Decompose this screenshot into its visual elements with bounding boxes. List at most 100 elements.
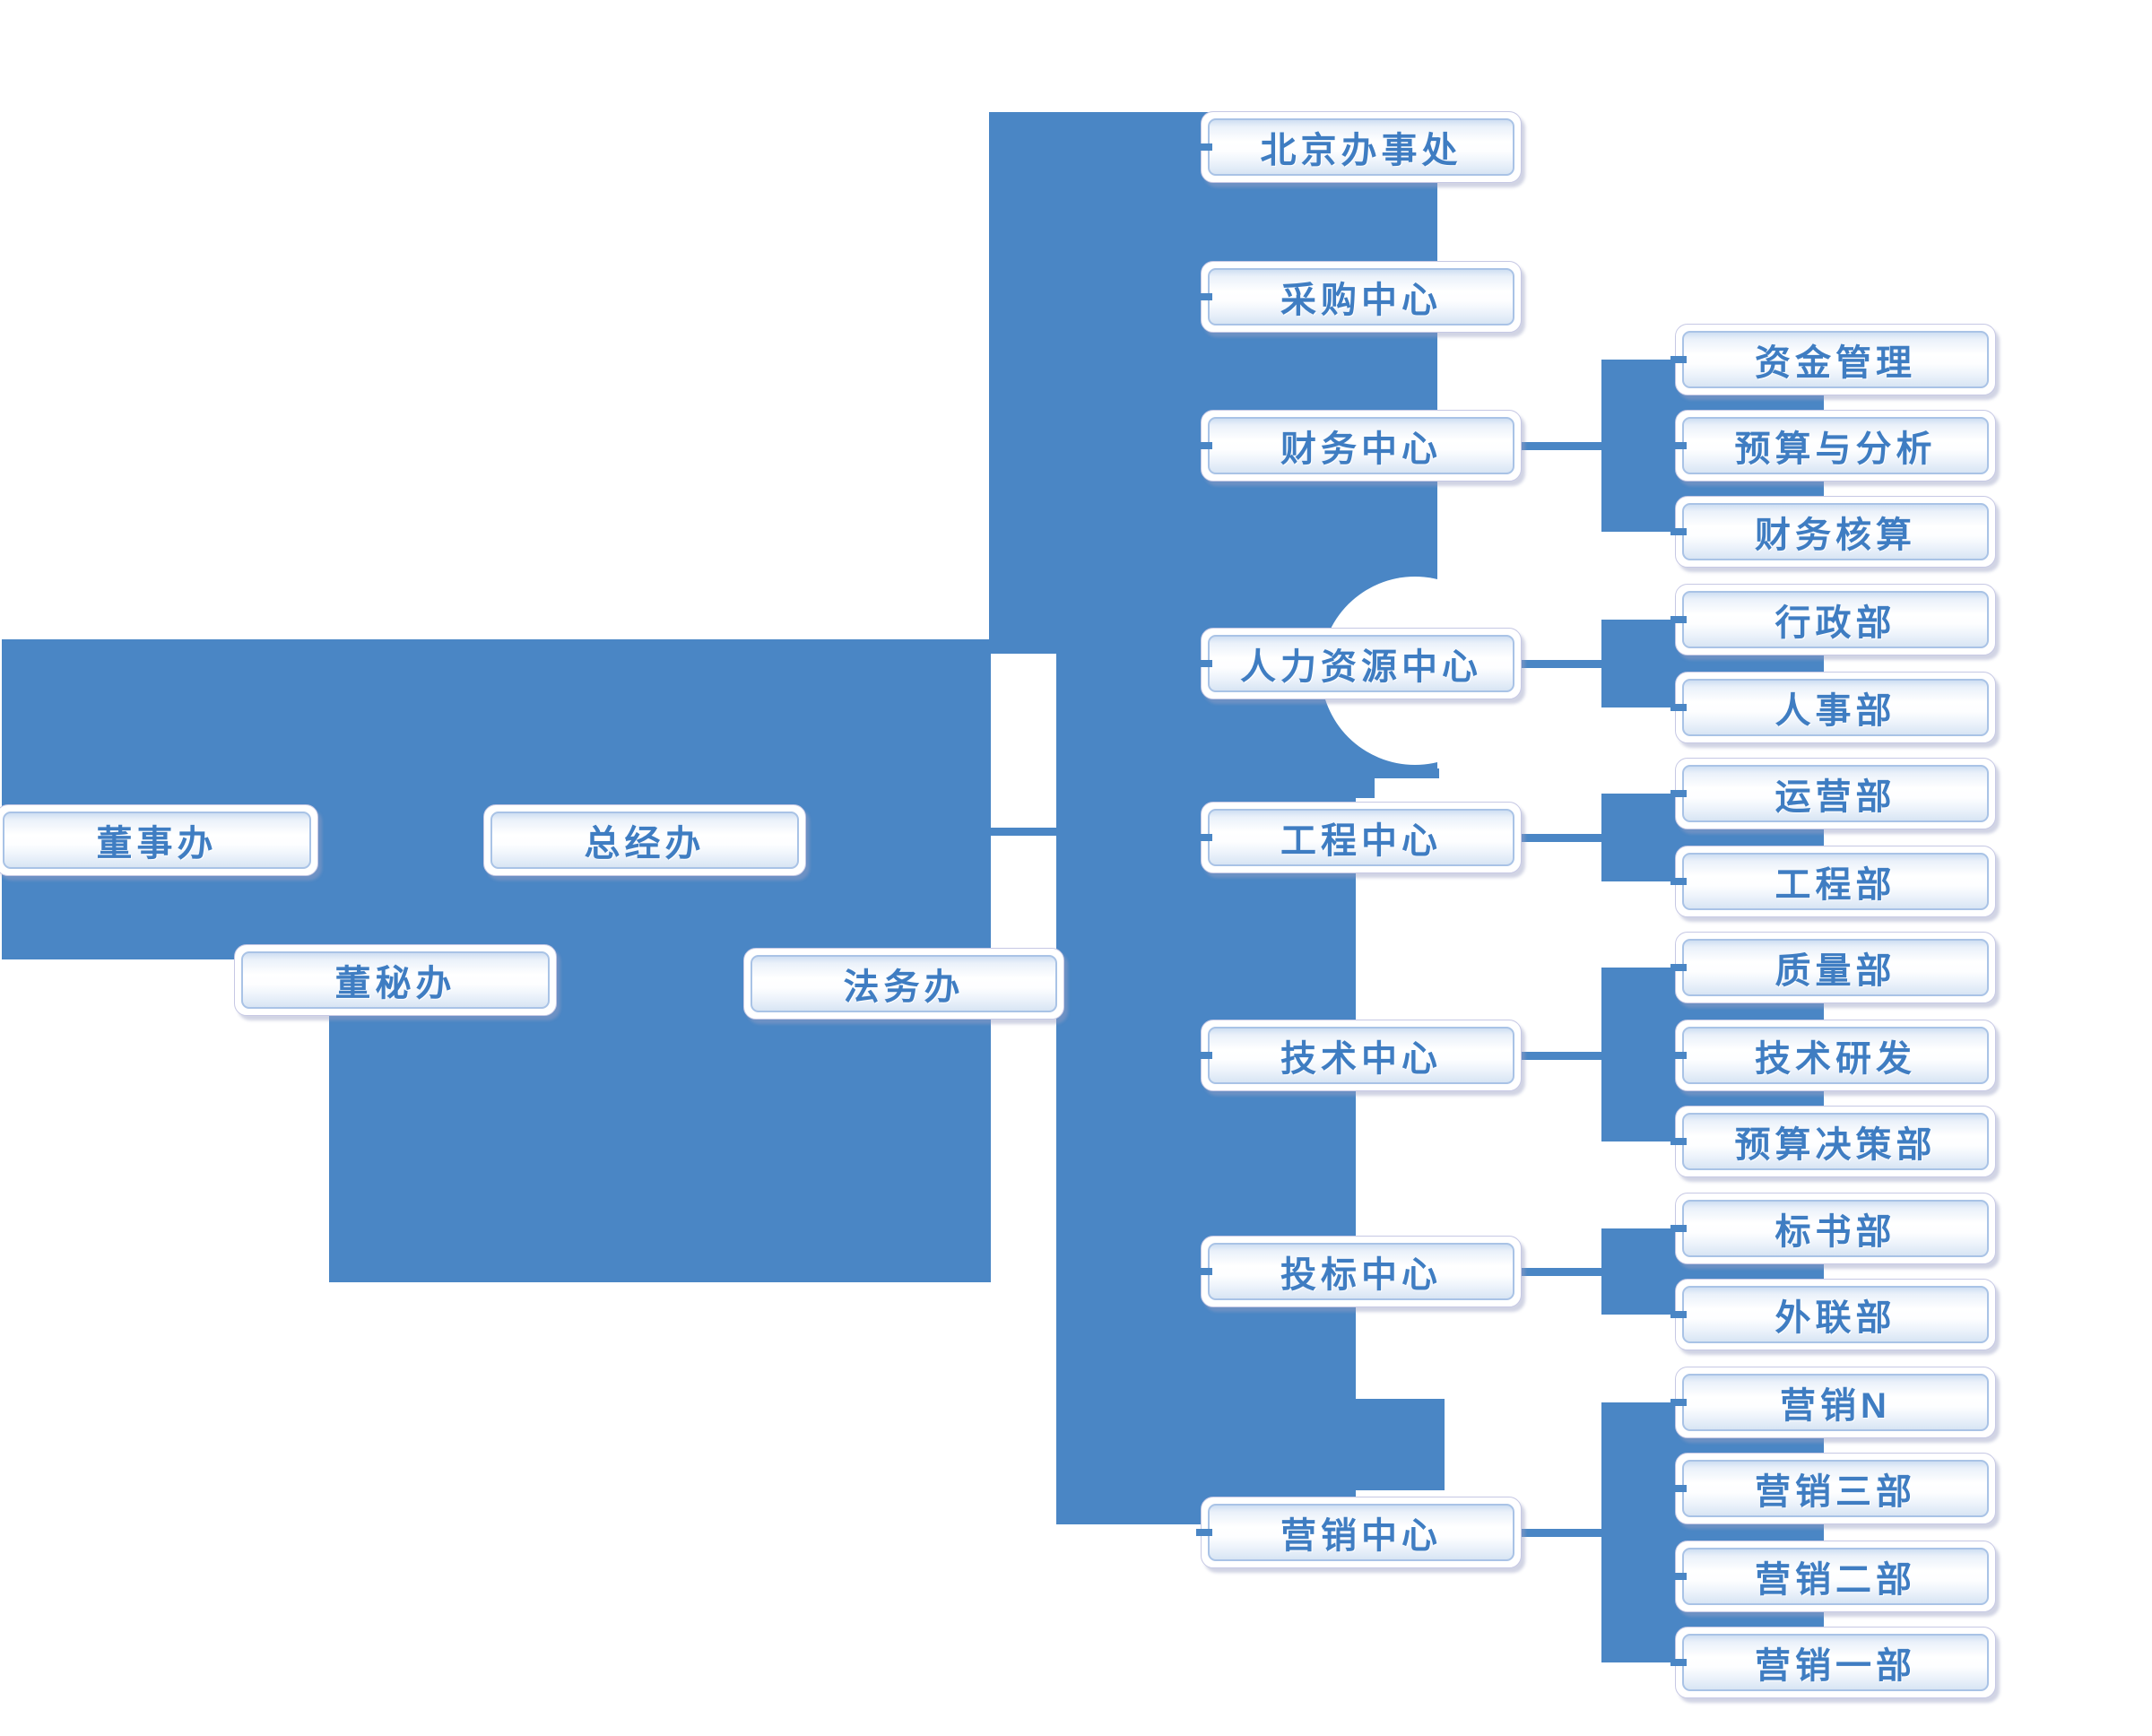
node-financial-accounting-left-stub [1670,528,1687,535]
node-hr-center[interactable]: 人力资源中心 [1201,628,1522,699]
node-marketing-n-surface: 营销N [1682,1374,1989,1431]
node-marketing-2[interactable]: 营销二部 [1675,1541,1996,1612]
main-column-mid-sliver [1375,768,1439,778]
node-budget-analysis-label: 预算与分析 [1734,430,1937,469]
node-engineering-center[interactable]: 工程中心 [1201,802,1522,873]
node-technology-center[interactable]: 技术中心 [1201,1020,1522,1091]
node-legal-office-label: 法务办 [843,968,965,1007]
node-personnel-dept-left-stub [1670,704,1687,711]
connector-line-hr [1512,660,1601,668]
node-marketing-3[interactable]: 营销三部 [1675,1453,1996,1524]
node-marketing-1-label: 营销一部 [1755,1646,1916,1686]
node-admin-dept-left-stub [1670,616,1687,623]
node-bidding-center[interactable]: 投标中心 [1201,1236,1522,1307]
node-bidding-center-left-stub [1196,1268,1212,1275]
node-budget-analysis-surface: 预算与分析 [1682,417,1989,474]
connector-line-engineering [1512,834,1601,842]
node-personnel-dept[interactable]: 人事部 [1675,672,1996,743]
node-personnel-dept-surface: 人事部 [1682,679,1989,736]
node-marketing-3-label: 营销三部 [1755,1472,1916,1512]
node-quality-dept-left-stub [1670,964,1687,971]
connector-line-marketing [1512,1529,1601,1537]
main-column-mid-lower [1056,768,1375,798]
node-budget-decision-dept-left-stub [1670,1138,1687,1145]
node-marketing-center-surface: 营销中心 [1208,1504,1514,1561]
node-engineering-center-label: 工程中心 [1280,821,1442,861]
node-operations-dept-label: 运营部 [1775,777,1896,817]
node-budget-decision-dept-label: 预算决策部 [1734,1125,1937,1165]
node-financial-accounting-surface: 财务核算 [1682,503,1989,560]
node-general-manager-office-surface: 总经办 [490,812,799,869]
node-beijing-office-label: 北京办事处 [1260,131,1462,170]
node-engineering-center-surface: 工程中心 [1208,809,1514,866]
node-tech-rd-dept[interactable]: 技术研发 [1675,1020,1996,1091]
node-board-secretary-office-label: 董秘办 [334,964,456,1003]
node-marketing-1-left-stub [1670,1659,1687,1666]
node-fund-management-left-stub [1670,356,1687,363]
node-engineering-center-left-stub [1196,834,1212,841]
node-budget-analysis-left-stub [1670,442,1687,449]
node-admin-dept-surface: 行政部 [1682,591,1989,648]
node-quality-dept[interactable]: 质量部 [1675,932,1996,1003]
connector-line-bidding [1512,1268,1601,1276]
node-financial-accounting[interactable]: 财务核算 [1675,496,1996,568]
node-external-relations-dept-left-stub [1670,1311,1687,1318]
node-procurement-center-surface: 采购中心 [1208,268,1514,326]
left-group-block-upper [2,639,991,959]
node-board-office[interactable]: 董事办 [0,804,318,876]
node-marketing-3-left-stub [1670,1485,1687,1492]
node-technology-center-surface: 技术中心 [1208,1027,1514,1084]
node-finance-center[interactable]: 财务中心 [1201,410,1522,482]
node-external-relations-dept[interactable]: 外联部 [1675,1279,1996,1350]
node-legal-office[interactable]: 法务办 [743,948,1064,1020]
node-engineering-dept-label: 工程部 [1775,865,1896,905]
node-admin-dept[interactable]: 行政部 [1675,584,1996,655]
node-board-secretary-office-surface: 董秘办 [241,951,550,1009]
node-board-office-surface: 董事办 [3,812,311,869]
node-budget-analysis[interactable]: 预算与分析 [1675,410,1996,482]
node-quality-dept-label: 质量部 [1775,951,1896,991]
node-marketing-n-left-stub [1670,1399,1687,1406]
node-procurement-center-left-stub [1196,293,1212,300]
node-general-manager-office[interactable]: 总经办 [483,804,806,876]
node-marketing-center[interactable]: 营销中心 [1201,1497,1522,1568]
node-legal-office-surface: 法务办 [751,955,1057,1012]
main-column-upper [989,112,1437,654]
node-beijing-office-surface: 北京办事处 [1208,118,1514,176]
main-column-bottom-wide [1056,1399,1445,1490]
root-connector-line [991,828,1056,836]
node-admin-dept-label: 行政部 [1775,603,1896,643]
node-engineering-dept-surface: 工程部 [1682,853,1989,910]
node-engineering-dept[interactable]: 工程部 [1675,846,1996,917]
node-technology-center-label: 技术中心 [1280,1039,1442,1079]
node-marketing-2-label: 营销二部 [1755,1560,1916,1600]
node-beijing-office[interactable]: 北京办事处 [1201,111,1522,183]
node-fund-management[interactable]: 资金管理 [1675,324,1996,395]
node-marketing-2-surface: 营销二部 [1682,1548,1989,1605]
node-bid-document-dept[interactable]: 标书部 [1675,1193,1996,1264]
node-marketing-center-left-stub [1196,1529,1212,1536]
node-general-manager-office-label: 总经办 [584,824,706,864]
node-finance-center-label: 财务中心 [1280,430,1442,469]
node-operations-dept[interactable]: 运营部 [1675,758,1996,829]
node-marketing-center-label: 营销中心 [1280,1516,1442,1556]
node-board-secretary-office[interactable]: 董秘办 [234,944,557,1016]
node-beijing-office-left-stub [1196,143,1212,151]
node-marketing-n[interactable]: 营销N [1675,1367,1996,1438]
node-procurement-center[interactable]: 采购中心 [1201,261,1522,333]
node-hr-center-surface: 人力资源中心 [1208,635,1514,692]
node-engineering-dept-left-stub [1670,878,1687,885]
node-board-office-label: 董事办 [96,824,218,864]
node-operations-dept-left-stub [1670,790,1687,797]
node-fund-management-label: 资金管理 [1755,343,1916,383]
node-bid-document-dept-label: 标书部 [1775,1212,1896,1252]
node-marketing-n-label: 营销N [1780,1386,1891,1426]
node-marketing-1[interactable]: 营销一部 [1675,1627,1996,1698]
node-hr-center-label: 人力资源中心 [1240,647,1482,687]
node-budget-decision-dept[interactable]: 预算决策部 [1675,1106,1996,1177]
node-finance-center-surface: 财务中心 [1208,417,1514,474]
node-hr-center-left-stub [1196,660,1212,667]
node-marketing-3-surface: 营销三部 [1682,1460,1989,1517]
node-bid-document-dept-left-stub [1670,1225,1687,1232]
